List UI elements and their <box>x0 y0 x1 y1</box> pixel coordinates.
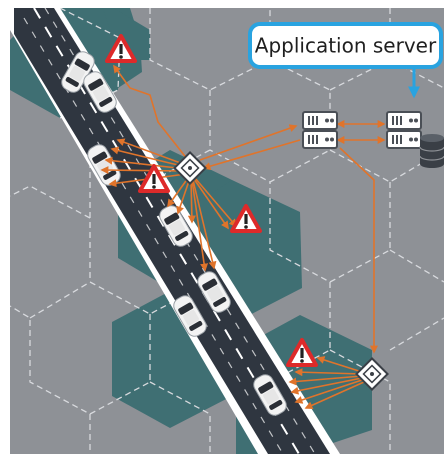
database-icon <box>419 134 444 168</box>
server-rack-icon <box>386 111 422 149</box>
server-rack-icon <box>302 111 338 149</box>
rsu-broadcast-arrows-lower <box>288 356 365 410</box>
rsu-server-links <box>199 120 386 354</box>
application-server-callout: Application server <box>248 22 443 99</box>
rsu-broadcast-arrows-upper <box>100 64 238 272</box>
hex-grid <box>10 8 444 454</box>
callout-label: Application server <box>255 34 437 58</box>
